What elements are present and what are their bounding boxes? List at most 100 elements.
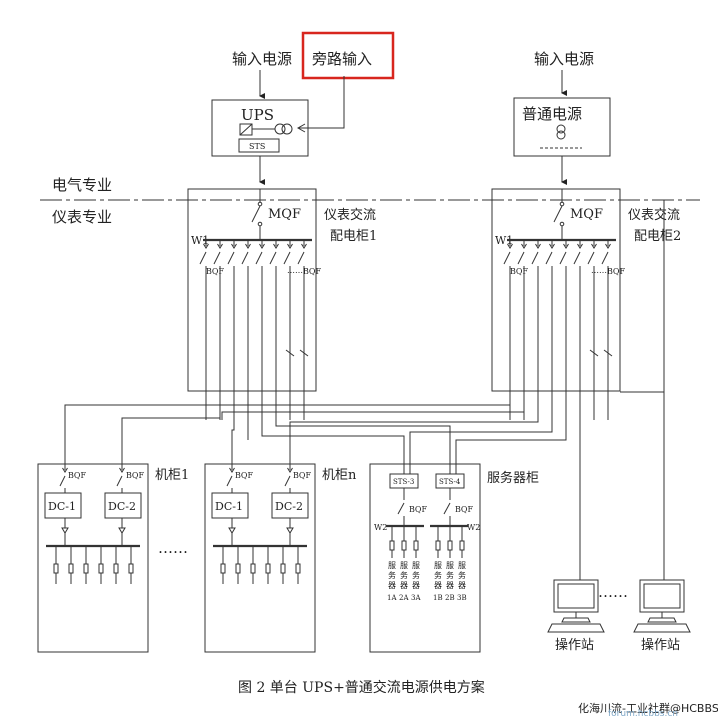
outgoing-breaker: [559, 240, 569, 420]
breaker-arrow: [231, 243, 237, 249]
server-name-char: 服: [446, 561, 454, 570]
outgoing-breaker: [297, 240, 307, 420]
rack-input-arrow: [229, 467, 235, 473]
dc-load-fuse: [53, 563, 59, 574]
breaker-blade: [531, 251, 539, 265]
server-name-char: 器: [434, 581, 442, 590]
rack-n-bqf-left: BQF: [235, 471, 253, 480]
cabinet-2-name-line1: 仪表交流: [628, 207, 680, 223]
electrical-label: 电气专业: [52, 176, 112, 194]
rack-1-name: 机柜1: [155, 468, 189, 483]
breaker-arrow: [217, 243, 223, 249]
cabinet-2-name-line2: 配电柜2: [634, 229, 681, 244]
dc-load-fuse: [98, 563, 104, 574]
outgoing-breaker: [255, 240, 265, 420]
breaker-arrow: [259, 243, 265, 249]
feed-cab2-b: [221, 392, 525, 420]
dc-diode: [286, 527, 294, 534]
cabinet-1-bqf-right: BQF: [303, 267, 321, 276]
monitor-base: [647, 617, 677, 623]
breaker-arrow: [549, 243, 555, 249]
server-name-char: 器: [446, 581, 454, 590]
instrument-label: 仪表专业: [52, 208, 112, 226]
feed-cab2-to-rack-bus: [206, 392, 511, 406]
feed-sts4-b: [455, 392, 567, 474]
rack-input-arrow: [287, 467, 293, 473]
feed-rackn-right: [289, 392, 539, 464]
input-power-left-label: 输入电源: [232, 50, 292, 68]
outgoing-breaker: [283, 240, 293, 420]
rack-1-dc1-label: DC-1: [48, 500, 76, 513]
cabinet-1-dots: ……: [287, 266, 303, 275]
breaker-arrow: [563, 243, 569, 249]
server-name-char: 器: [388, 581, 396, 590]
station-right: [633, 579, 691, 633]
breaker-arrow: [203, 243, 209, 249]
feed-rackn-left: [231, 392, 235, 464]
cabinet-2-bus-label: W1: [495, 234, 513, 247]
input-power-right-label: 输入电源: [534, 50, 594, 68]
server-name-char: 务: [446, 570, 454, 580]
racks-ellipsis: ……: [158, 539, 188, 557]
dc-load-fuse: [265, 563, 271, 574]
breaker-arrow: [577, 243, 583, 249]
rack-1: 机柜1 BQF BQF DC-1 DC-2: [37, 463, 189, 653]
server-fuse: [389, 540, 395, 551]
breaker-blade: [573, 251, 581, 265]
mqf-switch-2: [553, 205, 563, 223]
dc-load-fuse: [235, 563, 241, 574]
bypass-feed-line: [298, 76, 345, 129]
server-bus-left-label: W2: [374, 523, 387, 532]
outgoing-breaker: [269, 240, 279, 420]
breaker-arrow: [535, 243, 541, 249]
breaker-blade: [241, 251, 249, 265]
breaker-blade: [213, 251, 221, 265]
breaker-blade: [297, 251, 305, 265]
rack-n-bqf-right: BQF: [293, 471, 311, 480]
cabinet-2-bqf-right: BQF: [607, 267, 625, 276]
server-name-char: 务: [458, 570, 466, 580]
stations-ellipsis: ……: [598, 583, 628, 601]
transformer-icon-b: [281, 123, 293, 135]
rack-n-dc1-label: DC-1: [215, 500, 243, 513]
breaker-arrow: [273, 243, 279, 249]
server-name-char: 服: [412, 561, 420, 570]
server-cabinet-name: 服务器柜: [487, 470, 539, 486]
server-id: 1B: [433, 594, 443, 602]
breaker-blade: [227, 251, 235, 265]
open-end-mark: [589, 349, 599, 357]
server-name-char: 服: [434, 561, 442, 570]
cabinet-1-name-line1: 仪表交流: [324, 207, 376, 223]
server-name-char: 服: [400, 561, 408, 570]
keyboard: [633, 623, 691, 633]
rack-input-arrow: [62, 467, 68, 473]
server-fuse: [447, 540, 453, 551]
outgoing-breaker: [241, 240, 251, 420]
rack-1-dc2-box: [104, 492, 142, 519]
dc-load-fuse: [83, 563, 89, 574]
rack-breaker-blade: [284, 475, 291, 487]
open-end-mark: [603, 349, 613, 357]
figure-caption: 图 2 单台 UPS+普通交流电源供电方案: [238, 679, 485, 696]
breaker-blade: [601, 251, 609, 265]
breaker-arrow: [287, 243, 293, 249]
cabinet-1-bus-label: W1: [191, 234, 209, 247]
breaker-blade: [545, 251, 553, 265]
outgoing-breaker: [227, 240, 237, 420]
dc-load-fuse: [128, 563, 134, 574]
dc-load-fuse: [295, 563, 301, 574]
feed-sts3-a: [261, 392, 405, 474]
server-bqf-right: BQF: [455, 505, 473, 514]
server-name-char: 务: [388, 570, 396, 580]
server-name-char: 服: [388, 561, 396, 570]
server-bqf-left: BQF: [409, 505, 427, 514]
server-name-char: 器: [400, 581, 408, 590]
feed-rack1-right: [121, 392, 221, 464]
cabinet-2-mqf-label: MQF: [570, 207, 603, 222]
distribution-cabinet-1: MQF 仪表交流 配电柜1 W1 BQF …… BQF: [187, 188, 377, 420]
normal-transformer-icon-a: [556, 124, 566, 134]
breaker-arrow: [521, 243, 527, 249]
breaker-blade: [517, 251, 525, 265]
monitor-screen: [557, 583, 595, 609]
normal-power-box: 普通电源: [513, 97, 611, 157]
